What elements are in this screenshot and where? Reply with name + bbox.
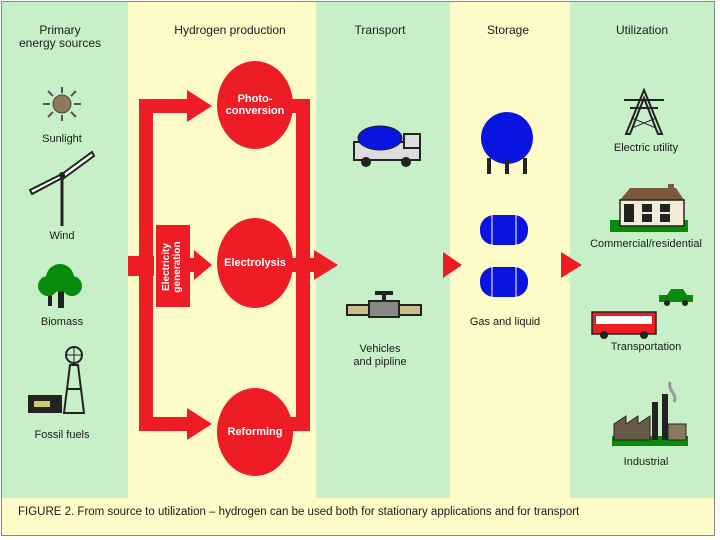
node-electrolysis: Electrolysis bbox=[217, 218, 293, 308]
header-production: Hydrogen production bbox=[174, 23, 286, 37]
caption-band bbox=[2, 498, 714, 536]
label-fossil-fuels: Fossil fuels bbox=[34, 429, 90, 441]
header-transport: Transport bbox=[354, 23, 406, 37]
car-icon bbox=[659, 289, 693, 306]
photo-to-right bbox=[290, 99, 310, 113]
house-icon bbox=[610, 184, 688, 232]
tree-icon bbox=[38, 264, 82, 308]
header-storage: Storage bbox=[486, 23, 530, 37]
label-electric-utility: Electric utility bbox=[613, 142, 679, 154]
arrow-to-photo-head bbox=[187, 90, 212, 122]
figure-caption: FIGURE 2. From source to utilization – h… bbox=[18, 506, 580, 518]
arrow-to-transport-head bbox=[314, 250, 338, 280]
label-vehicles-pipeline: Vehicles and pipline bbox=[353, 343, 407, 368]
wind-turbine-icon bbox=[28, 150, 96, 226]
reforming-to-right bbox=[290, 417, 310, 431]
spherical-tank-icon bbox=[481, 112, 533, 174]
electricity-generation-block bbox=[156, 225, 190, 307]
cylinder-tank-icon bbox=[480, 215, 528, 245]
stub-to-electricity bbox=[128, 256, 154, 276]
label-gas-and-liquid: Gas and liquid bbox=[469, 316, 541, 328]
arrow-to-reforming-shaft bbox=[139, 417, 187, 431]
column-utilization-bg bbox=[570, 2, 714, 498]
arrow-to-utilization-head bbox=[561, 252, 582, 278]
column-sources-bg bbox=[2, 2, 128, 498]
arrow-to-photo-shaft bbox=[139, 99, 187, 113]
label-commercial-residential: Commercial/residential bbox=[590, 238, 702, 250]
node-reforming: Reforming bbox=[217, 388, 293, 476]
column-storage-bg bbox=[450, 2, 570, 498]
cylinder-tank-icon bbox=[480, 267, 528, 297]
sun-icon bbox=[43, 87, 81, 121]
tanker-truck-icon bbox=[353, 125, 421, 167]
header-utilization: Utilization bbox=[615, 23, 669, 37]
label-industrial: Industrial bbox=[623, 456, 669, 468]
arrow-to-electrolysis-head bbox=[194, 250, 212, 280]
bus-icon bbox=[591, 311, 657, 339]
oil-derrick-icon bbox=[28, 346, 86, 414]
pipeline-icon bbox=[346, 291, 422, 318]
arrow-to-storage-head bbox=[443, 252, 462, 278]
factory-icon bbox=[612, 381, 688, 446]
column-transport-bg bbox=[316, 2, 450, 498]
transmission-tower-icon bbox=[624, 87, 664, 135]
electricity-generation-label: Electricity generation bbox=[161, 241, 183, 293]
arrow-to-reforming-head bbox=[187, 408, 212, 440]
arrow-to-electrolysis-shaft bbox=[186, 258, 196, 272]
node-photoconversion: Photo- conversion bbox=[217, 61, 293, 149]
electrolysis-to-right bbox=[290, 258, 314, 272]
label-biomass: Biomass bbox=[40, 316, 84, 328]
header-sources: Primary energy sources bbox=[18, 23, 102, 50]
label-transportation: Transportation bbox=[610, 341, 682, 353]
label-wind: Wind bbox=[49, 230, 75, 242]
label-sunlight: Sunlight bbox=[42, 133, 82, 145]
